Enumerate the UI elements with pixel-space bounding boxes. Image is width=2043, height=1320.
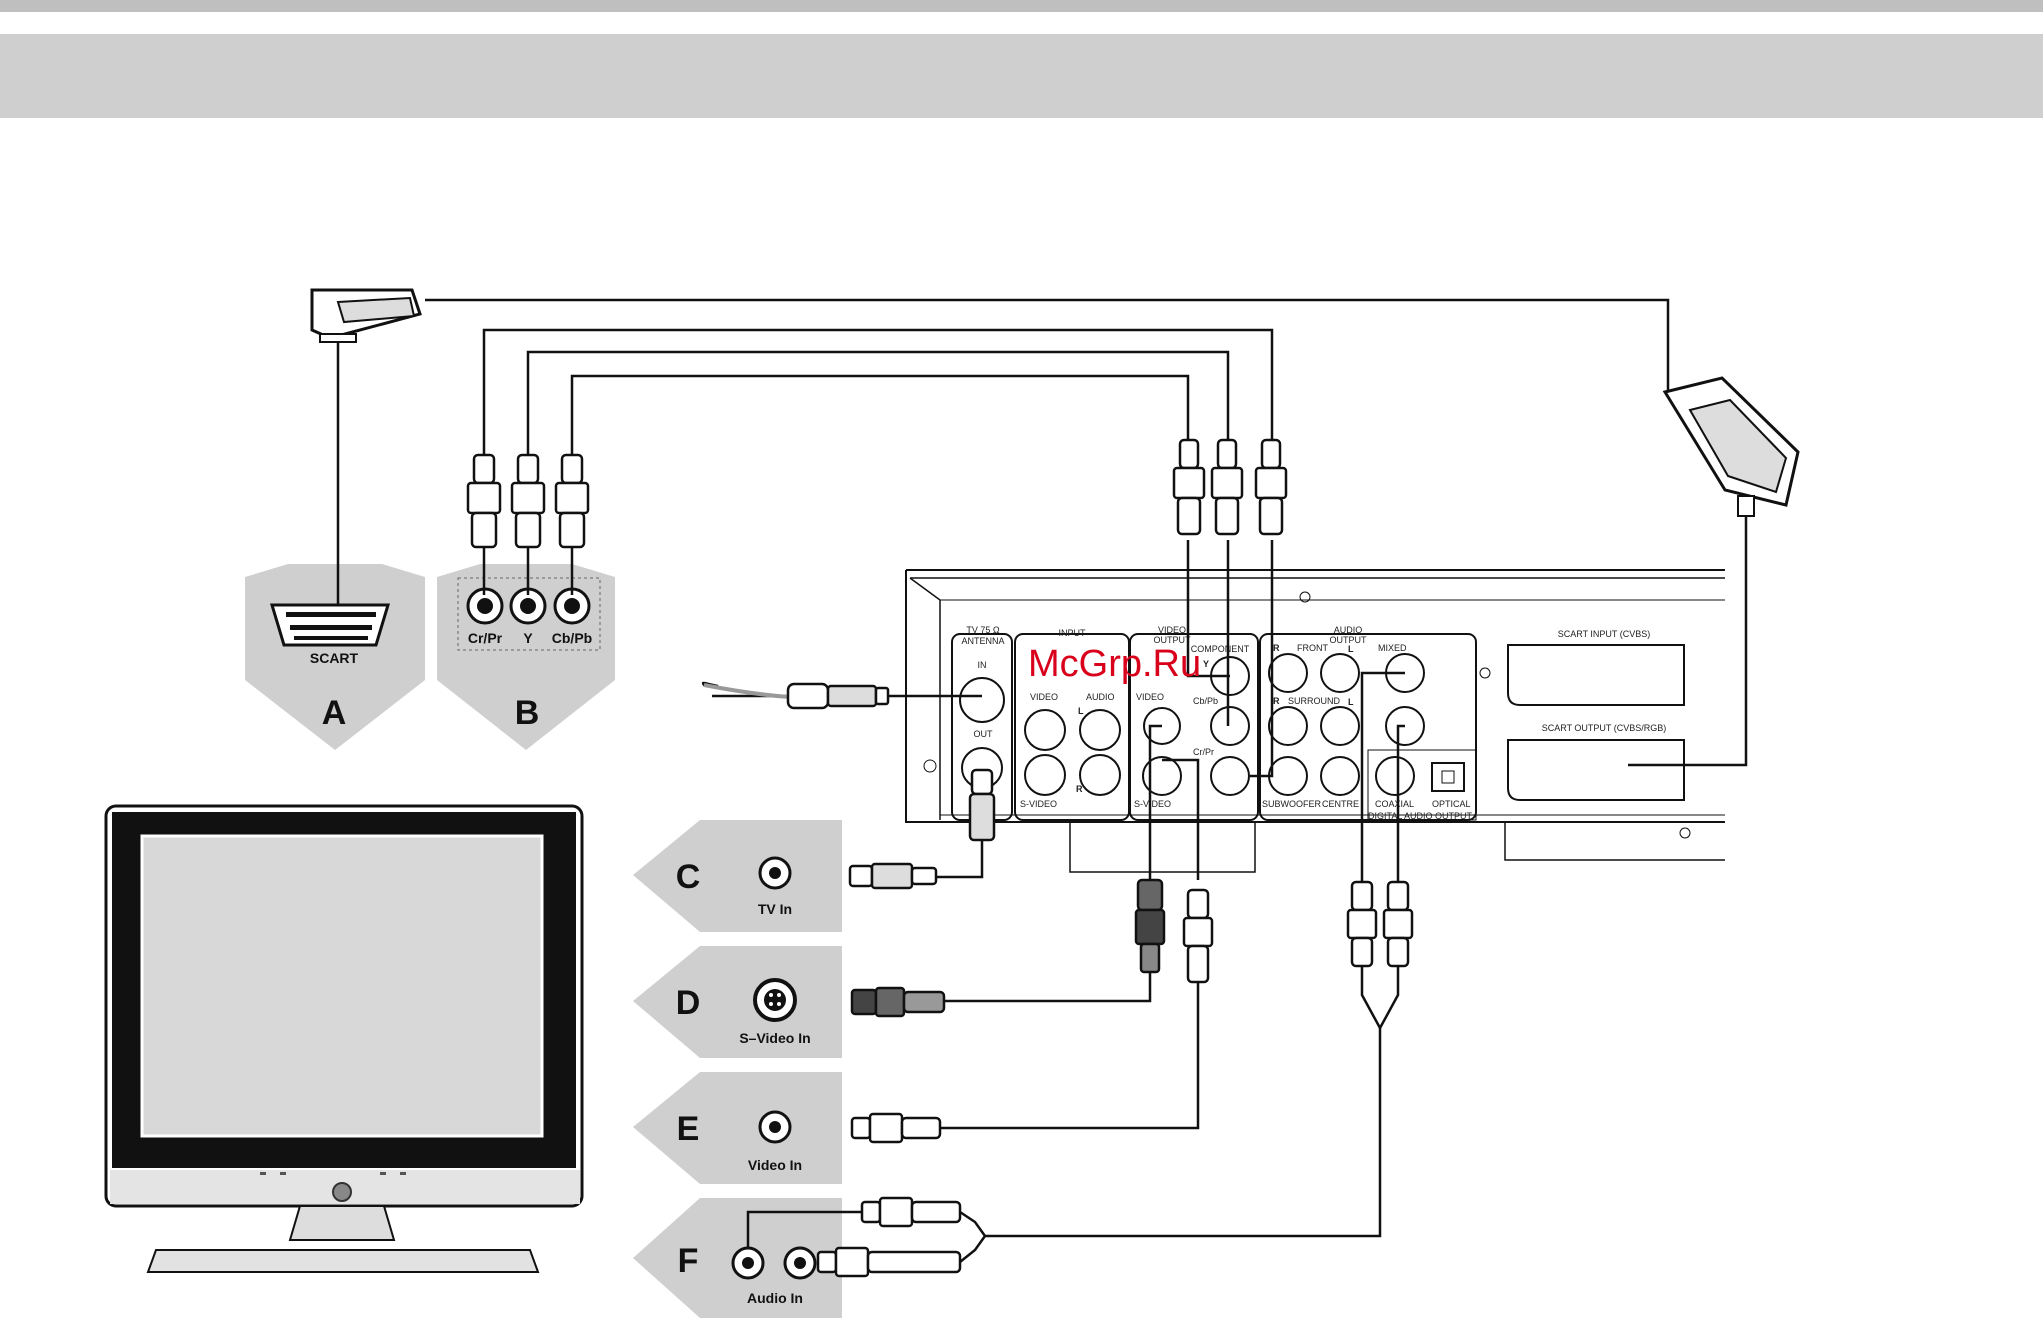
plug-tv-in: [848, 862, 938, 890]
cable-y: [526, 350, 1230, 458]
vo-svideo-label: S-VIDEO: [1134, 799, 1171, 809]
label-f: F: [678, 1242, 699, 1280]
panel-c: C TV In: [633, 820, 842, 932]
label-e: E: [677, 1110, 700, 1148]
scart-label: SCART: [310, 650, 359, 666]
panel-b: Cr/Pr Y Cb/Pb B: [437, 564, 615, 750]
plug-cb-pb-b: [554, 453, 590, 595]
input-video-label: VIDEO: [1030, 692, 1058, 702]
header-band: [0, 34, 2043, 118]
ao-sur-l-label: L: [1348, 697, 1354, 707]
ao-sur-r-label: R: [1273, 696, 1280, 706]
label-y: Y: [523, 630, 533, 646]
ao-centre-label: CENTRE: [1322, 799, 1359, 809]
plug-antenna-out: [968, 768, 996, 842]
label-c: C: [676, 858, 701, 896]
label-svideo-in: S–Video In: [739, 1030, 810, 1046]
audio-output-label-2: OUTPUT: [1330, 635, 1368, 645]
jack-y: [509, 587, 547, 625]
input-section-label: INPUT: [1059, 628, 1087, 638]
plug-svideo-device: [1134, 878, 1166, 974]
antenna-label: ANTENNA: [961, 636, 1004, 646]
label-cb-pb: Cb/Pb: [552, 630, 592, 646]
panel-f: F Audio In: [633, 1198, 842, 1318]
cable-cr-pr: [482, 328, 1274, 458]
plug-y-device: [1210, 438, 1244, 536]
plug-audio-in-bottom: [816, 1246, 962, 1278]
ao-front-label: FRONT: [1297, 643, 1328, 653]
panel-a: SCART A: [245, 564, 425, 750]
label-a: A: [322, 694, 347, 732]
plug-video-in: [850, 1112, 942, 1144]
plugs: [466, 438, 1414, 1278]
comp-y-label: Y: [1203, 659, 1209, 669]
tv75-label: TV 75 Ω: [966, 625, 1000, 635]
plug-y-b: [510, 453, 546, 595]
plug-video-device: [1182, 888, 1214, 984]
top-rule: [0, 0, 2043, 12]
input-r-label: R: [1076, 784, 1083, 794]
label-b: B: [515, 694, 540, 732]
scart-cable-device: [1628, 500, 1748, 767]
antenna-out-label: OUT: [974, 729, 994, 739]
scart-cable-top: [425, 298, 1670, 392]
scart-output-label: SCART OUTPUT (CVBS/RGB): [1542, 723, 1667, 733]
label-video-in: Video In: [748, 1157, 802, 1173]
input-l-label: L: [1078, 706, 1084, 716]
optical-label: OPTICAL: [1432, 799, 1471, 809]
input-svideo-label: S-VIDEO: [1020, 799, 1057, 809]
audio-output-label-1: AUDIO: [1334, 625, 1363, 635]
ao-front-l-label: L: [1348, 644, 1354, 654]
svideo-cable: [944, 970, 1152, 1003]
component-label: COMPONENT: [1191, 644, 1250, 654]
comp-cb-label: Cb/Pb: [1193, 696, 1218, 706]
plug-cb-device: [1172, 438, 1206, 536]
plug-antenna-in: [786, 682, 890, 710]
label-tv-in: TV In: [758, 901, 792, 917]
panel-d: D S–Video In: [633, 946, 842, 1058]
scart-plug-right: [1662, 376, 1800, 517]
ao-front-r-label: R: [1273, 643, 1280, 653]
panel-e: E Video In: [633, 1072, 842, 1184]
ao-mixed-label: MIXED: [1378, 643, 1407, 653]
plug-cr-pr-b: [466, 453, 502, 595]
plug-svideo-in: [850, 986, 946, 1018]
watermark: McGrp.Ru: [1028, 643, 1201, 685]
plug-audio-l-device: [1346, 880, 1378, 968]
tv-screen: [140, 834, 544, 1138]
tv-rf-cable: [936, 840, 984, 879]
vo-video-label: VIDEO: [1136, 692, 1164, 702]
video-output-label-2: OUTPUT: [1154, 635, 1192, 645]
digital-audio-label: DIGITAL AUDIO OUTPUT: [1368, 811, 1473, 821]
device-rear-panel: TV 75 Ω ANTENNA IN OUT INPUT VIDEO AUDIO…: [905, 569, 1725, 873]
video-output-label-1: VIDEO: [1158, 625, 1186, 635]
ao-surround-label: SURROUND: [1288, 696, 1341, 706]
ao-subwoofer-label: SUBWOOFER: [1262, 799, 1322, 809]
plug-cr-device: [1254, 438, 1288, 536]
antenna-in-label: IN: [978, 660, 987, 670]
scart-plug-left: [310, 288, 422, 343]
label-cr-pr: Cr/Pr: [468, 630, 503, 646]
power-button-icon: [332, 1182, 352, 1202]
video-cable: [940, 980, 1200, 1130]
comp-cr-label: Cr/Pr: [1193, 747, 1214, 757]
label-audio-in: Audio In: [747, 1290, 803, 1306]
label-d: D: [676, 984, 701, 1022]
jack-cb-pb: [553, 587, 591, 625]
scart-input-label: SCART INPUT (CVBS): [1558, 629, 1651, 639]
coaxial-label: COAXIAL: [1375, 799, 1414, 809]
plug-audio-in-top: [860, 1196, 962, 1228]
cables: [336, 298, 1748, 1263]
tv-monitor: [104, 804, 584, 1273]
plug-audio-r-device: [1382, 880, 1414, 968]
input-audio-label: AUDIO: [1086, 692, 1115, 702]
cable-cb-pb: [570, 374, 1190, 458]
